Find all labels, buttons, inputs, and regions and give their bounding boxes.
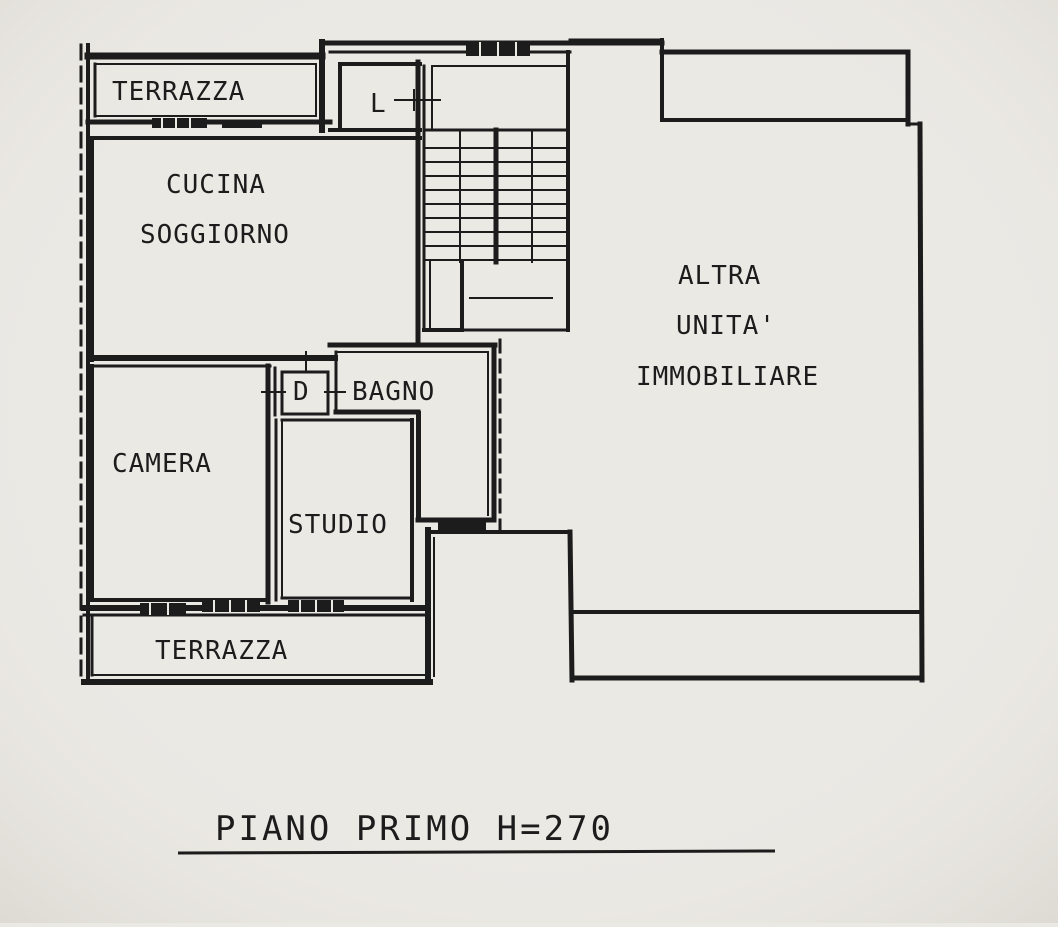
label-kitchen-line2: SOGGIORNO xyxy=(140,220,290,250)
lift-marks xyxy=(394,89,441,111)
plan-title: PIANO PRIMO H=270 xyxy=(215,809,614,849)
label-other-unit-line3: IMMOBILIARE xyxy=(636,362,819,392)
label-bathroom: BAGNO xyxy=(352,377,435,407)
label-kitchen-line1: CUCINA xyxy=(166,170,266,200)
window-camera xyxy=(140,603,186,615)
window-hatching xyxy=(149,42,517,615)
kitchen-walls xyxy=(89,59,422,368)
room-labels: TERRAZZA CUCINA SOGGIORNO L CAMERA D BAG… xyxy=(112,77,819,666)
label-closet: D xyxy=(293,377,310,407)
label-terrace-top: TERRAZZA xyxy=(112,77,245,107)
window-kitchen-2 xyxy=(222,120,262,128)
title-underline xyxy=(177,849,776,855)
label-other-unit-line1: ALTRA xyxy=(678,261,761,291)
studio-walls xyxy=(274,418,414,602)
window-corridor xyxy=(438,520,486,534)
window-kitchen xyxy=(152,118,207,128)
other-unit-walls xyxy=(567,38,925,683)
label-other-unit-line2: UNITA' xyxy=(676,311,776,341)
label-terrace-bottom: TERRAZZA xyxy=(155,636,288,666)
label-camera: CAMERA xyxy=(112,449,212,479)
stairs xyxy=(422,64,570,332)
closet-walls xyxy=(261,351,346,417)
label-study: STUDIO xyxy=(288,510,388,540)
terrace-top-walls xyxy=(84,39,333,133)
label-lift: L xyxy=(370,89,387,119)
